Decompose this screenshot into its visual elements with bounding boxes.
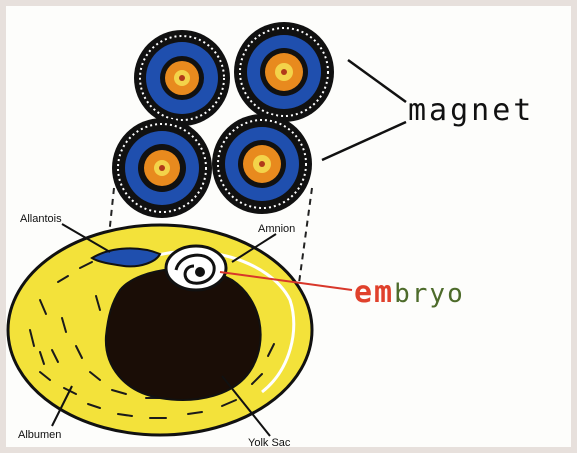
- label-magnet: magnet: [408, 93, 534, 128]
- label-amnion: Amnion: [258, 223, 295, 235]
- magnet-disc-icon: [112, 118, 212, 218]
- egg-icon: [8, 225, 312, 435]
- embryo-icon: [166, 246, 226, 290]
- label-embryo-part1: em: [354, 275, 394, 310]
- label-yolk-sac: Yolk Sac: [248, 437, 291, 449]
- label-embryo: embryo: [354, 275, 465, 310]
- label-embryo-part2: bryo: [394, 279, 465, 309]
- magnet-disc-icon: [234, 22, 334, 122]
- label-allantois: Allantois: [20, 213, 62, 225]
- magnet-disc-icon: [212, 114, 312, 214]
- magnet-disc-icon: [134, 30, 230, 126]
- label-albumen: Albumen: [18, 429, 61, 441]
